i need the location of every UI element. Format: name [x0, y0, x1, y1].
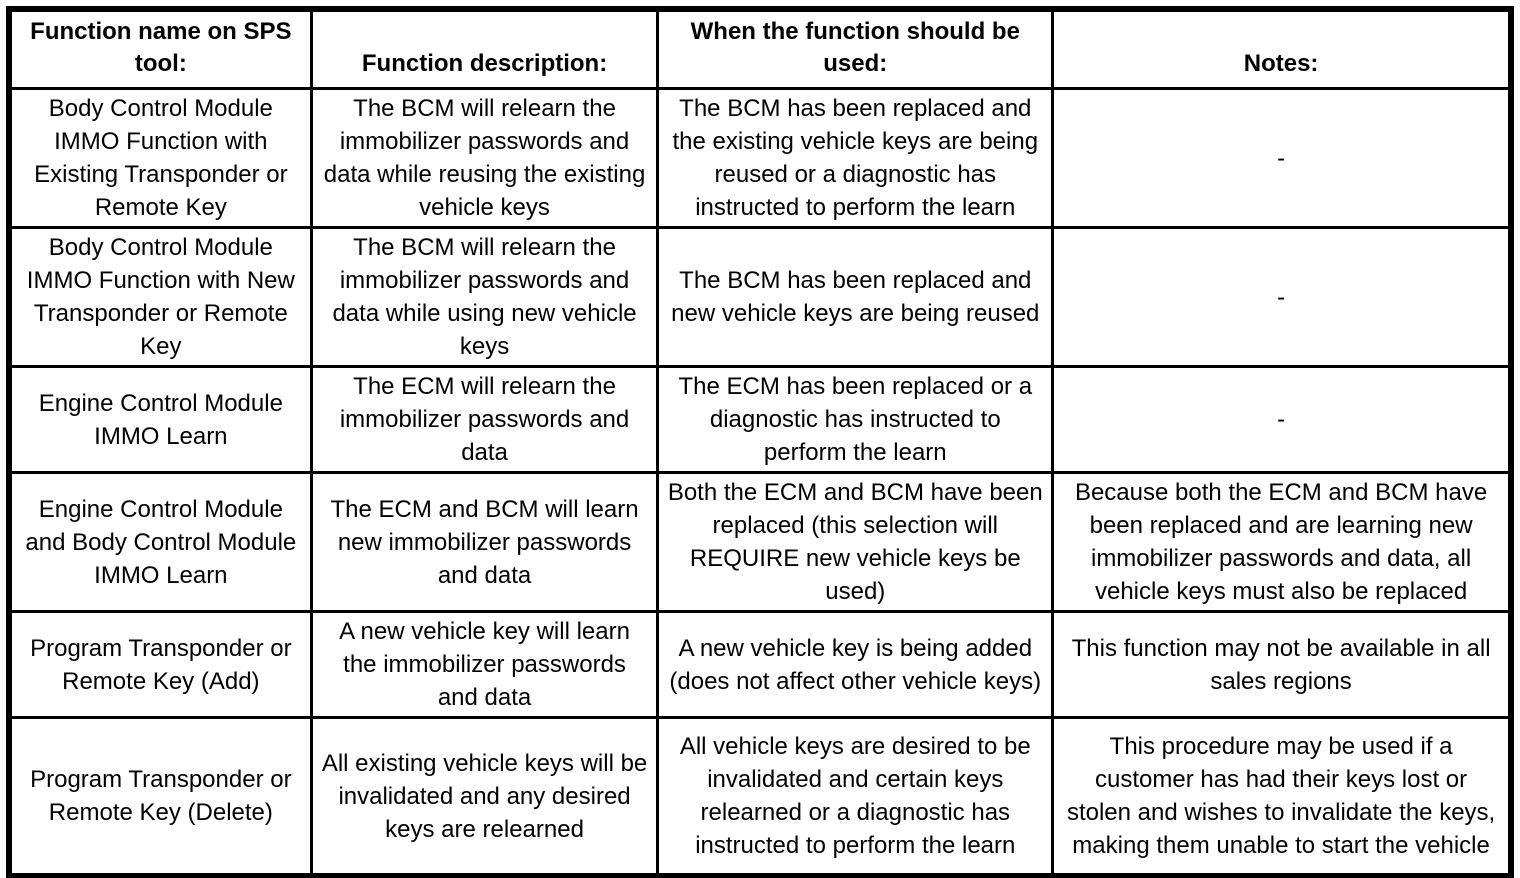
- cell-when-used: All vehicle keys are desired to be inval…: [656, 716, 1055, 877]
- cell-function-name: Engine Control Module IMMO Learn: [8, 365, 313, 474]
- cell-when-used: The BCM has been replaced and the existi…: [656, 87, 1055, 229]
- cell-when-used: The ECM has been replaced or a diagnosti…: [656, 365, 1055, 474]
- document-page: Function name on SPS tool: Function desc…: [6, 6, 1514, 878]
- cell-function-name: Program Transponder or Remote Key (Add): [8, 610, 313, 719]
- column-header-function-name: Function name on SPS tool:: [8, 8, 313, 90]
- table-row: Body Control Module IMMO Function with E…: [8, 87, 1512, 229]
- cell-notes: -: [1051, 226, 1512, 368]
- table-row: Body Control Module IMMO Function with N…: [8, 226, 1512, 368]
- cell-when-used: Both the ECM and BCM have been replaced …: [656, 471, 1055, 613]
- table-row: Engine Control Module IMMO Learn The ECM…: [8, 365, 1512, 474]
- cell-function-description: The ECM and BCM will learn new immobiliz…: [309, 471, 660, 613]
- cell-notes: -: [1051, 365, 1512, 474]
- column-header-when-used: When the function should be used:: [656, 8, 1055, 90]
- cell-when-used: A new vehicle key is being added (does n…: [656, 610, 1055, 719]
- sps-functions-table: Function name on SPS tool: Function desc…: [6, 6, 1514, 878]
- cell-function-name: Body Control Module IMMO Function with N…: [8, 226, 313, 368]
- cell-function-description: The ECM will relearn the immobilizer pas…: [309, 365, 660, 474]
- cell-function-name: Program Transponder or Remote Key (Delet…: [8, 716, 313, 877]
- cell-function-name: Engine Control Module and Body Control M…: [8, 471, 313, 613]
- cell-function-description: All existing vehicle keys will be invali…: [309, 716, 660, 877]
- cell-function-description: The BCM will relearn the immobilizer pas…: [309, 226, 660, 368]
- column-header-function-description: Function description:: [309, 8, 660, 90]
- cell-notes: This procedure may be used if a customer…: [1051, 716, 1512, 877]
- cell-function-name: Body Control Module IMMO Function with E…: [8, 87, 313, 229]
- cell-function-description: A new vehicle key will learn the immobil…: [309, 610, 660, 719]
- cell-function-description: The BCM will relearn the immobilizer pas…: [309, 87, 660, 229]
- cell-notes: Because both the ECM and BCM have been r…: [1051, 471, 1512, 613]
- cell-notes: -: [1051, 87, 1512, 229]
- column-header-notes: Notes:: [1051, 8, 1512, 90]
- cell-when-used: The BCM has been replaced and new vehicl…: [656, 226, 1055, 368]
- table-row: Engine Control Module and Body Control M…: [8, 471, 1512, 613]
- table-row: Program Transponder or Remote Key (Delet…: [8, 716, 1512, 877]
- cell-notes: This function may not be available in al…: [1051, 610, 1512, 719]
- table-header-row: Function name on SPS tool: Function desc…: [8, 8, 1512, 90]
- table-row: Program Transponder or Remote Key (Add) …: [8, 610, 1512, 719]
